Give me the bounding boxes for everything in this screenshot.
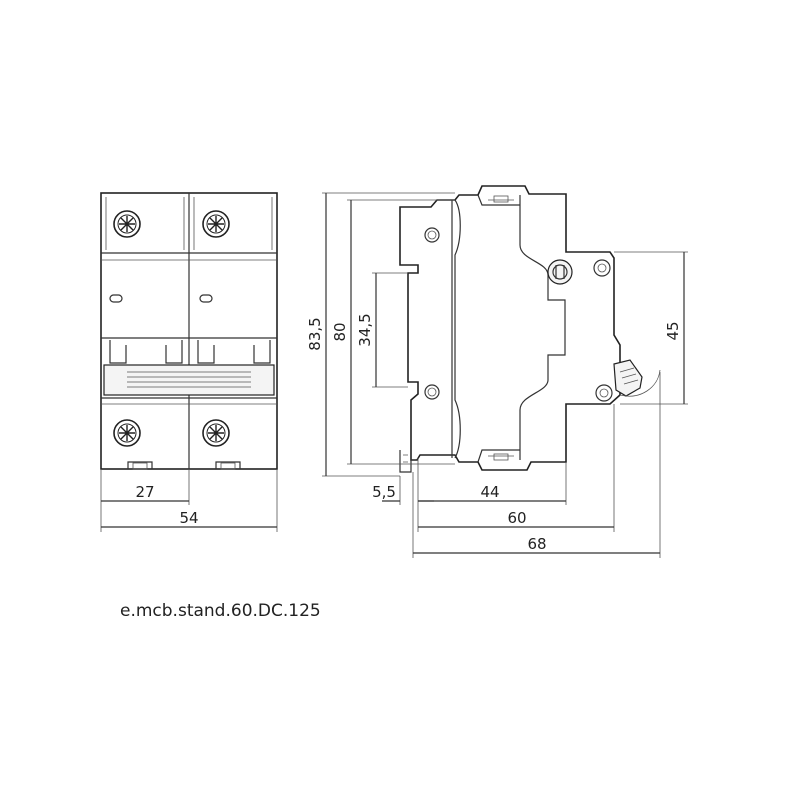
toggle-lever	[103, 364, 275, 396]
front-dimensions: 27 54	[100, 469, 278, 532]
dim-body-height: 80	[331, 322, 349, 341]
terminal-screws	[113, 210, 230, 447]
model-caption: e.mcb.stand.60.DC.125	[120, 601, 321, 621]
dim-rail-offset: 5,5	[372, 483, 396, 501]
mount-hole-top	[424, 227, 440, 243]
indicator-window-right	[199, 294, 213, 303]
dim-depth-68: 68	[527, 535, 546, 553]
screw-icon	[202, 210, 230, 238]
side-toggle-lever	[613, 359, 643, 397]
mount-hole-bottom	[424, 384, 440, 400]
dim-right-height: 45	[664, 321, 682, 340]
dim-total-height: 83,5	[306, 317, 324, 350]
dim-depth-60: 60	[507, 509, 526, 527]
screw-icon	[113, 210, 141, 238]
dim-pole-width: 27	[135, 483, 154, 501]
side-view	[399, 185, 661, 473]
screw-icon	[202, 419, 230, 447]
screw-icon	[113, 419, 141, 447]
dim-rail-zone: 34,5	[356, 313, 374, 346]
dim-total-width: 54	[179, 509, 198, 527]
pivot-knob	[547, 259, 573, 285]
dim-body-depth: 44	[480, 483, 499, 501]
side-dimensions: 83,5 80 34,5 45 5,5 44 60 68	[306, 192, 688, 558]
indicator-window-left	[109, 294, 123, 303]
